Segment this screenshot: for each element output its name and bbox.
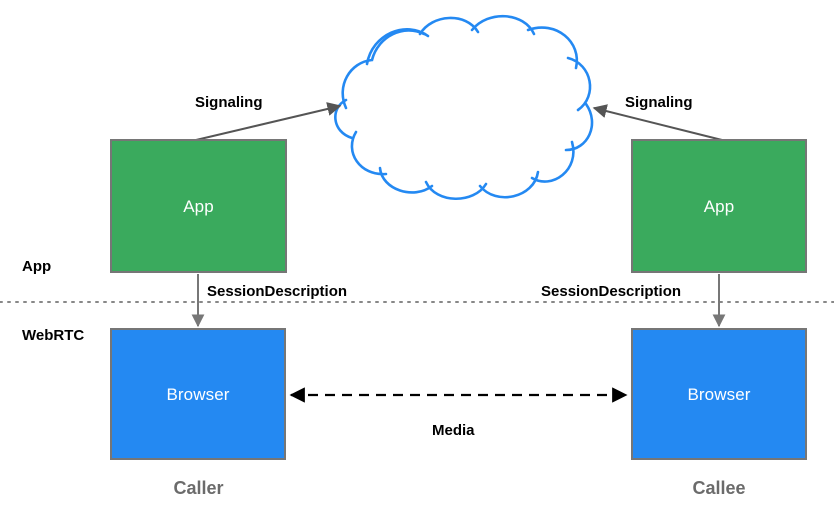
callee-browser-box[interactable]: Browser xyxy=(631,328,807,460)
caller-app-box-label: App xyxy=(183,196,214,216)
role-label-callee: Callee xyxy=(692,478,746,498)
signaling-arrow-callee xyxy=(592,104,723,141)
layer-label-webrtc: WebRTC xyxy=(22,327,85,344)
signaling-label-callee: Signaling xyxy=(625,94,693,111)
callee-app-box-label: App xyxy=(703,196,735,216)
session-description-label-callee: SessionDescription xyxy=(541,283,682,300)
signaling-label-caller: Signaling xyxy=(195,94,263,111)
layer-label-app: App xyxy=(22,258,52,275)
callee-app-box[interactable]: App xyxy=(631,139,807,273)
signaling-arrow-caller xyxy=(195,102,342,141)
caller-browser-box-label: Browser xyxy=(166,384,230,404)
caller-app-box[interactable]: App xyxy=(110,139,287,273)
session-description-label-caller: SessionDescription xyxy=(207,283,348,300)
signaling-server-cloud xyxy=(334,14,594,201)
role-label-caller: Caller xyxy=(173,478,224,498)
caller-browser-box[interactable]: Browser xyxy=(110,328,286,460)
callee-browser-box-label: Browser xyxy=(687,384,751,404)
media-label: Media xyxy=(432,422,475,439)
